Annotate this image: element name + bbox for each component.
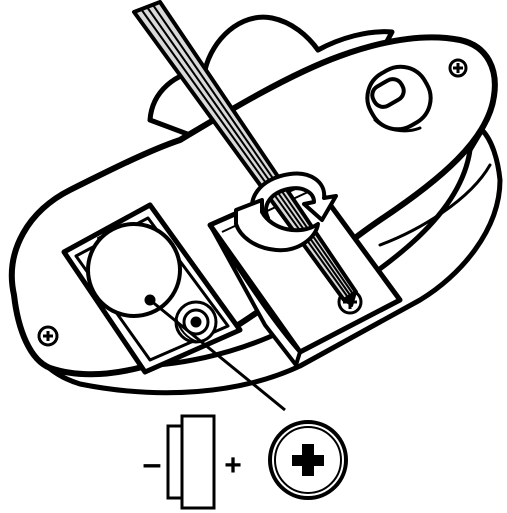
battery-side-icon xyxy=(166,414,216,510)
plus-sign: + xyxy=(224,449,242,482)
device-edge-line xyxy=(378,163,492,247)
slide-switch xyxy=(365,64,433,133)
battery-icon xyxy=(86,222,182,318)
screw-icon xyxy=(37,325,59,347)
rotate-arrow-icon xyxy=(234,171,338,253)
callout-line xyxy=(144,294,286,412)
battery-compartment xyxy=(61,202,243,375)
screw-icon xyxy=(448,58,468,78)
plus-circle-icon xyxy=(268,420,348,500)
minus-sign: – xyxy=(143,445,162,483)
battery-legend: – + xyxy=(143,414,348,510)
screwdriver-icon xyxy=(132,0,358,307)
